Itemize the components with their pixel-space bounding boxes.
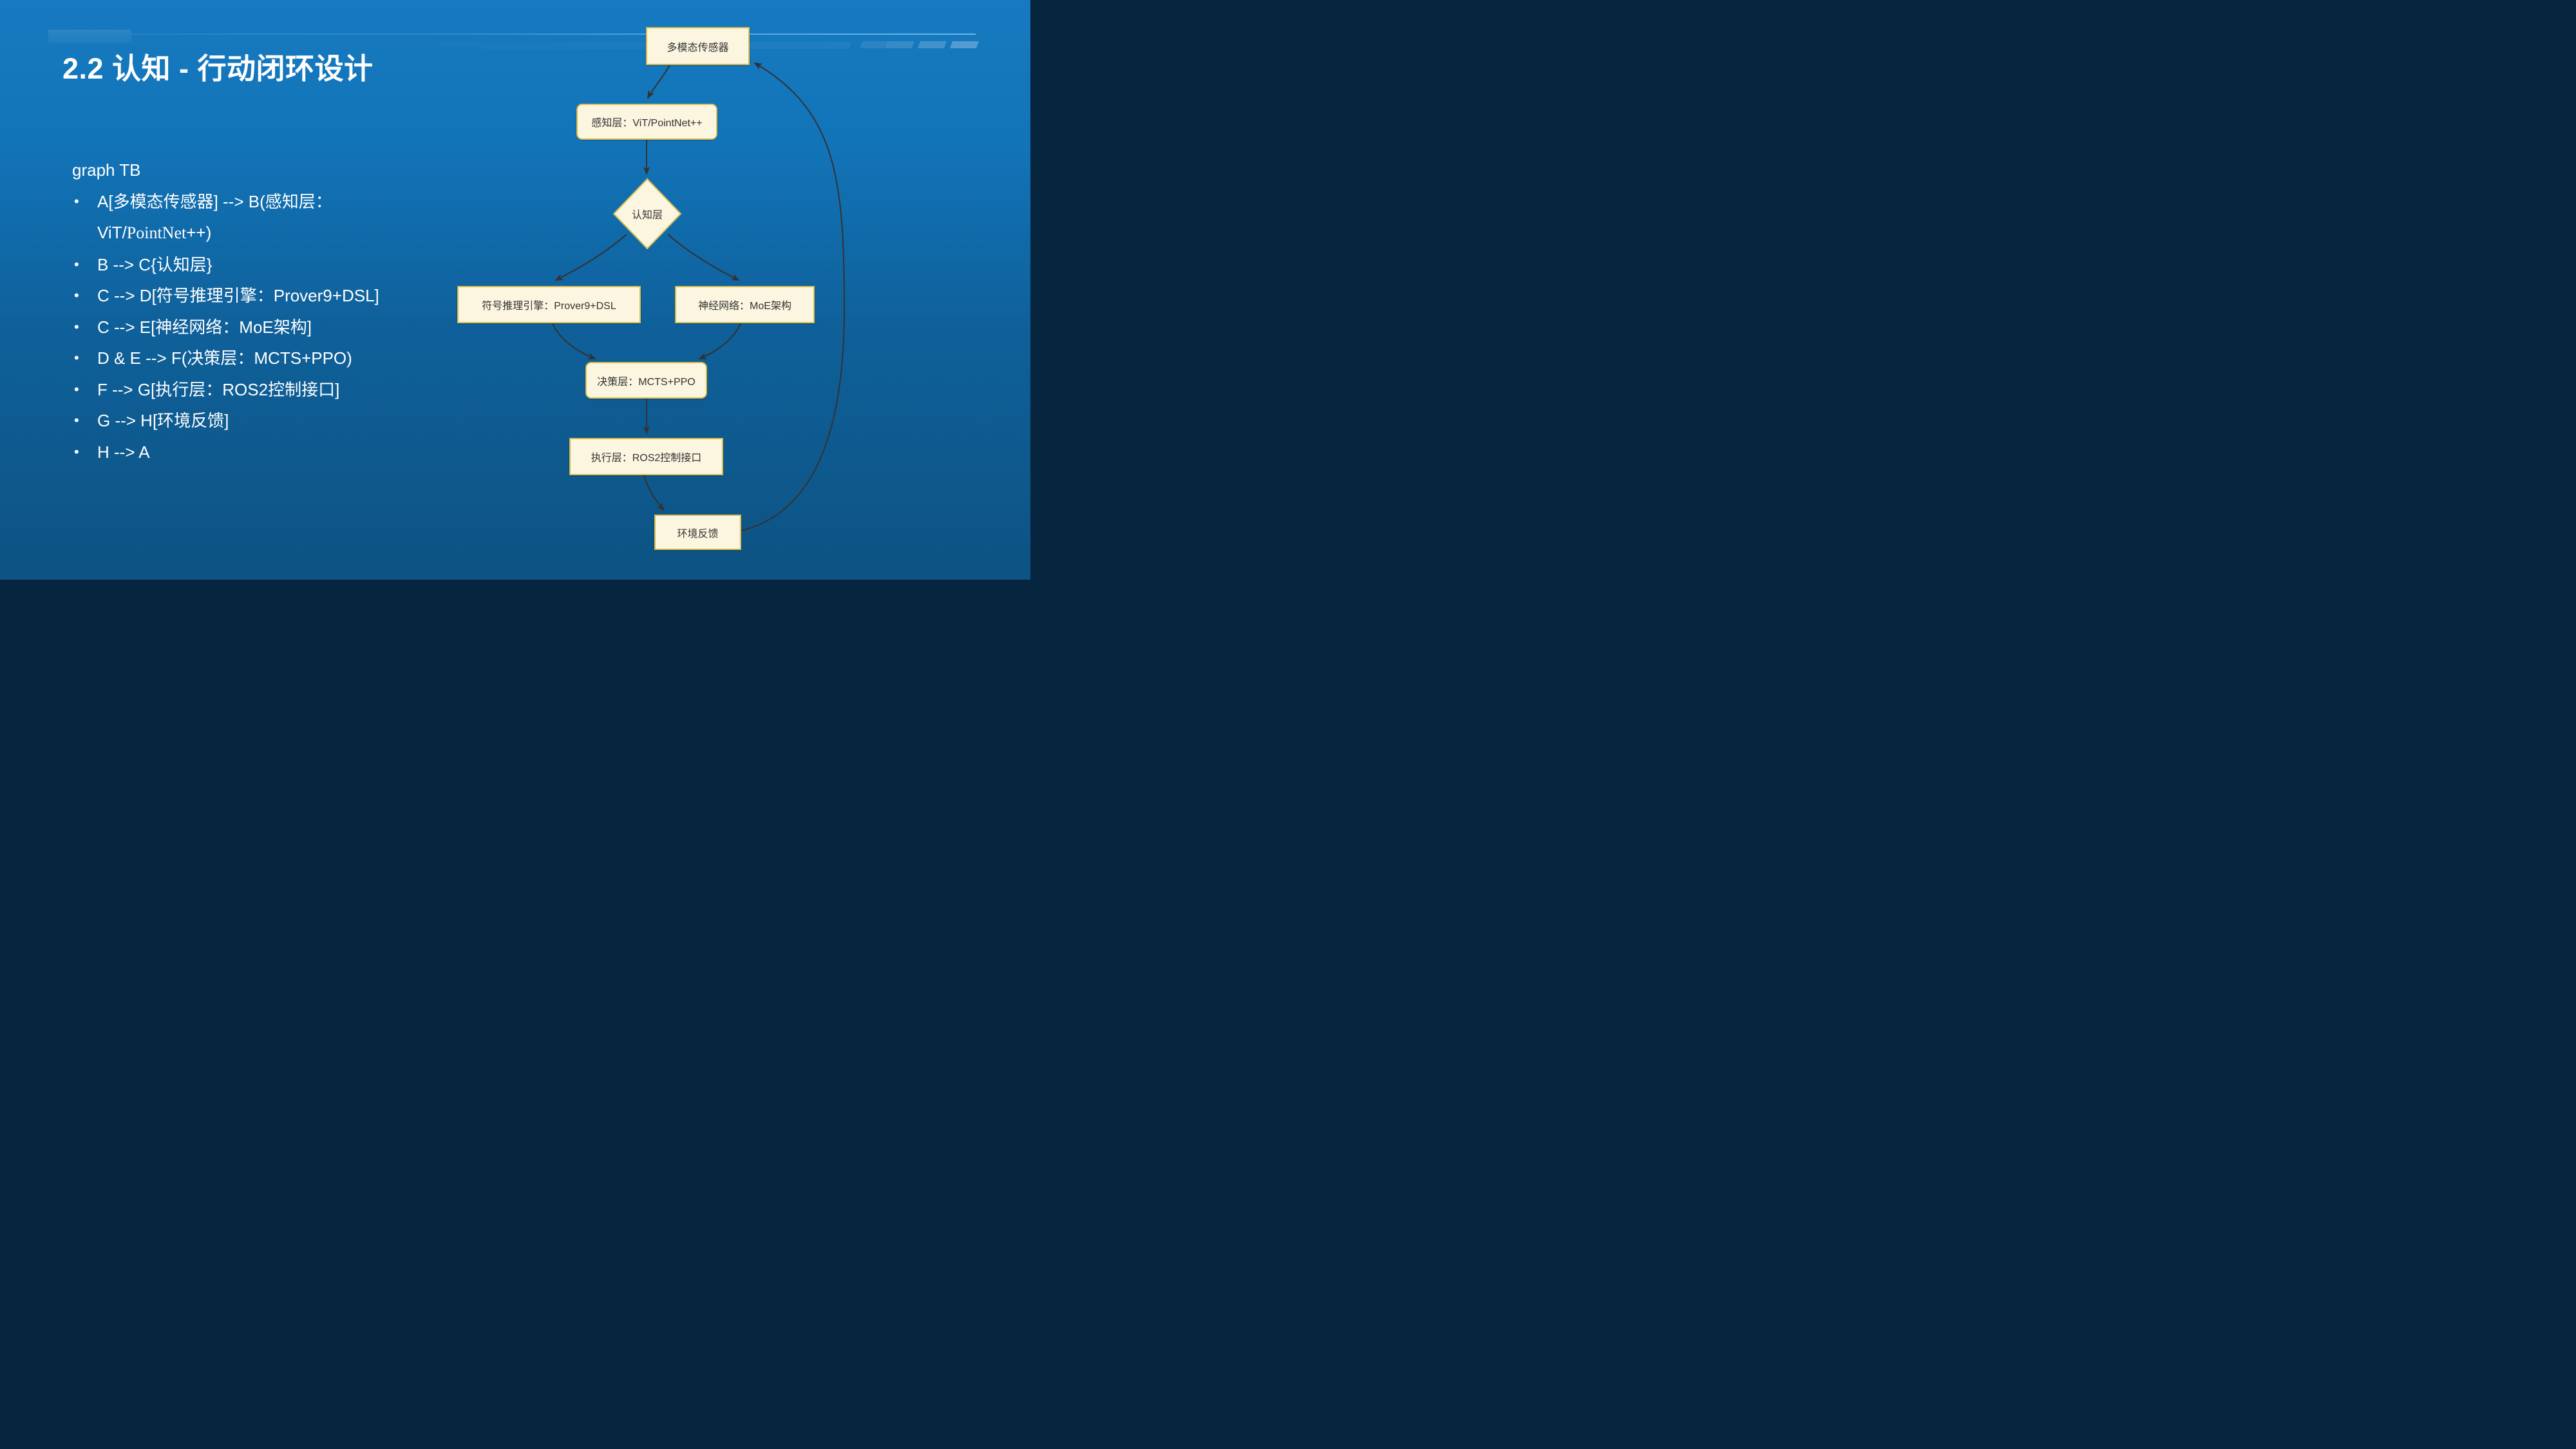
flowchart-node-d: 符号推理引擎：Prover9+DSL — [457, 286, 641, 323]
code-list: • A[多模态传感器] --> B(感知层： ViT/PointNet++) •… — [72, 186, 459, 468]
mermaid-code-block: graph TB • A[多模态传感器] --> B(感知层： ViT/Poin… — [72, 155, 459, 468]
code-line-3: • C --> D[符号推理引擎：Prover9+DSL] — [74, 280, 459, 312]
code-line-6-text: F --> G[执行层：ROS2控制接口] — [97, 379, 340, 399]
code-line-2: • B --> C{认知层} — [74, 249, 459, 281]
code-line-1-text-a: A[多模态传感器] --> B(感知层： — [97, 191, 332, 211]
node-label: 神经网络：MoE架构 — [698, 301, 791, 312]
code-line-5: • D & E --> F(决策层：MCTS+PPO) — [74, 343, 459, 374]
bullet-icon: • — [74, 318, 79, 335]
bullet-icon: • — [74, 256, 79, 272]
decor-band — [270, 42, 850, 49]
node-label: 环境反馈 — [677, 528, 719, 540]
decor-rectangle — [48, 30, 131, 43]
code-line-1-text-b: ViT/ — [97, 223, 127, 242]
code-line-7: • G --> H[环境反馈] — [74, 405, 459, 437]
flowchart: 多模态传感器 感知层：ViT/PointNet++ 认知层 符号推理引擎：Pro… — [0, 0, 1030, 580]
node-label: 决策层：MCTS+PPO — [597, 376, 696, 388]
code-line-1-text-c: ++) — [186, 223, 212, 242]
edge-c-e — [667, 234, 740, 281]
node-label: 感知层：ViT/PointNet++ — [591, 118, 703, 129]
flowchart-node-e: 神经网络：MoE架构 — [675, 286, 815, 323]
edge-g-h — [643, 475, 665, 511]
slide-background: 2.2 认知 - 行动闭环设计 graph TB • A[多模态传感器] -->… — [0, 0, 1030, 580]
node-label: 多模态传感器 — [667, 42, 729, 53]
code-line-8: • H --> A — [74, 437, 459, 468]
flowchart-edges-svg — [552, 62, 846, 531]
code-line-2-text: B --> C{认知层} — [97, 254, 213, 274]
code-line-4: • C --> E[神经网络：MoE架构] — [74, 312, 459, 343]
code-line-5-text: D & E --> F(决策层：MCTS+PPO) — [97, 348, 352, 368]
code-line-8-text: H --> A — [97, 442, 150, 462]
edge-h-a — [741, 62, 846, 531]
flowchart-node-b: 感知层：ViT/PointNet++ — [576, 104, 717, 140]
bullet-icon: • — [74, 193, 79, 209]
code-header: graph TB — [72, 160, 141, 180]
edge-e-f — [698, 323, 741, 359]
bullet-icon: • — [74, 412, 79, 428]
page-title: 2.2 认知 - 行动闭环设计 — [62, 52, 374, 85]
bullet-icon: • — [74, 350, 79, 366]
node-label: 符号推理引擎：Prover9+DSL — [482, 301, 616, 312]
bullet-icon: • — [74, 287, 79, 303]
flowchart-node-a: 多模态传感器 — [646, 27, 750, 65]
flowchart-node-g: 执行层：ROS2控制接口 — [569, 438, 723, 475]
flowchart-node-f: 决策层：MCTS+PPO — [585, 362, 707, 399]
code-line-6: • F --> G[执行层：ROS2控制接口] — [74, 374, 459, 406]
flowchart-node-c-shape — [612, 178, 682, 250]
flowchart-node-h: 环境反馈 — [654, 515, 741, 550]
code-line-1: • A[多模态传感器] --> B(感知层： ViT/PointNet++) — [74, 186, 459, 249]
flowchart-node-c-label: 认知层 — [631, 210, 663, 221]
edge-c-d — [554, 234, 627, 281]
bullet-icon: • — [74, 381, 79, 397]
edge-a-b — [647, 64, 670, 99]
code-line-3-text: C --> D[符号推理引擎：Prover9+DSL] — [97, 286, 379, 305]
code-line-1-text-serif: PointNet — [126, 223, 187, 242]
code-line-7-text: G --> H[环境反馈] — [97, 411, 229, 430]
code-line-4-text: C --> E[神经网络：MoE架构] — [97, 317, 312, 337]
decor-horizontal-line — [131, 33, 976, 35]
edge-d-f — [552, 323, 596, 360]
bullet-icon: • — [74, 443, 79, 460]
node-label: 执行层：ROS2控制接口 — [591, 453, 702, 464]
